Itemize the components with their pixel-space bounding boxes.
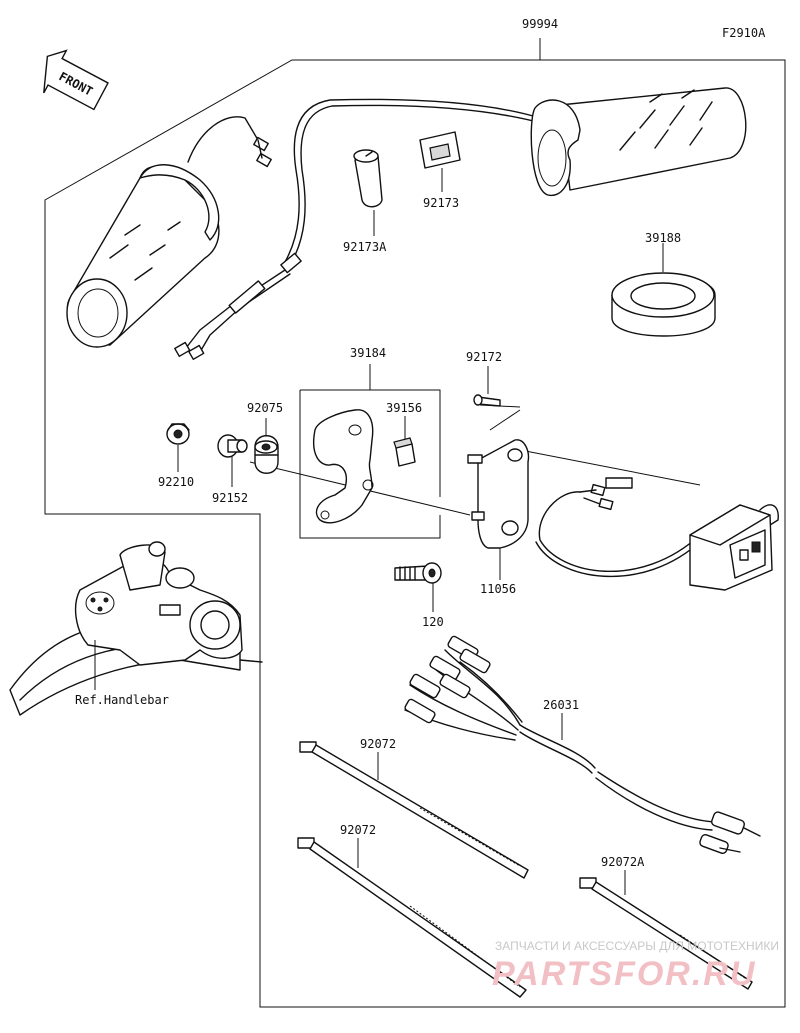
- pad-part: [419, 131, 461, 169]
- harness-part: [404, 635, 761, 854]
- assembly-outline: [44, 38, 786, 1008]
- label-kit: 99994: [522, 17, 558, 31]
- label-harness: 26031: [543, 698, 579, 712]
- watermark-line1: ЗАПЧАСТИ И АКСЕССУАРЫ ДЛЯ МОТОТЕХНИКИ: [495, 939, 779, 953]
- damper-part: [254, 435, 279, 474]
- label-ring: 39188: [645, 231, 681, 245]
- front-arrow-icon: FRONT: [43, 49, 109, 111]
- label-damper: 92075: [247, 401, 283, 415]
- label-band-3: 92072A: [601, 855, 645, 869]
- band-2: [297, 837, 527, 998]
- bolt-part: [394, 562, 442, 584]
- sleeve-part: [353, 149, 383, 208]
- bracket-part: [313, 409, 374, 524]
- label-pad: 92173: [423, 196, 459, 210]
- label-screw-small: 92172: [466, 350, 502, 364]
- figure-code: F2910A: [722, 26, 766, 40]
- label-band-1: 92072: [360, 737, 396, 751]
- label-band-2: 92072: [340, 823, 376, 837]
- label-switch-bracket: 11056: [480, 582, 516, 596]
- label-bracket: 39184: [350, 346, 386, 360]
- small-screw-part: [473, 394, 501, 407]
- switch-bracket-part: [467, 439, 530, 549]
- ring-part: [611, 272, 716, 337]
- leader-lines: [177, 168, 701, 895]
- band-3: [579, 877, 753, 990]
- grip-cable: [174, 98, 546, 361]
- collar-part: [217, 434, 248, 458]
- label-ref-handlebar: Ref.Handlebar: [75, 693, 169, 707]
- label-collar: 92152: [212, 491, 248, 505]
- label-nut: 92210: [158, 475, 194, 489]
- left-grip: [66, 116, 272, 348]
- label-bolt: 120: [422, 615, 444, 629]
- label-rubber: 39156: [386, 401, 422, 415]
- right-grip: [530, 87, 747, 197]
- switch-box: [535, 477, 779, 591]
- nut-part: [166, 423, 190, 445]
- band-1: [299, 741, 529, 879]
- rubber-part: [393, 437, 416, 467]
- handlebar-lever: [9, 541, 263, 716]
- label-grip-sleeve: 92173A: [343, 240, 387, 254]
- watermark-line2: PARTSFOR.RU: [492, 955, 756, 993]
